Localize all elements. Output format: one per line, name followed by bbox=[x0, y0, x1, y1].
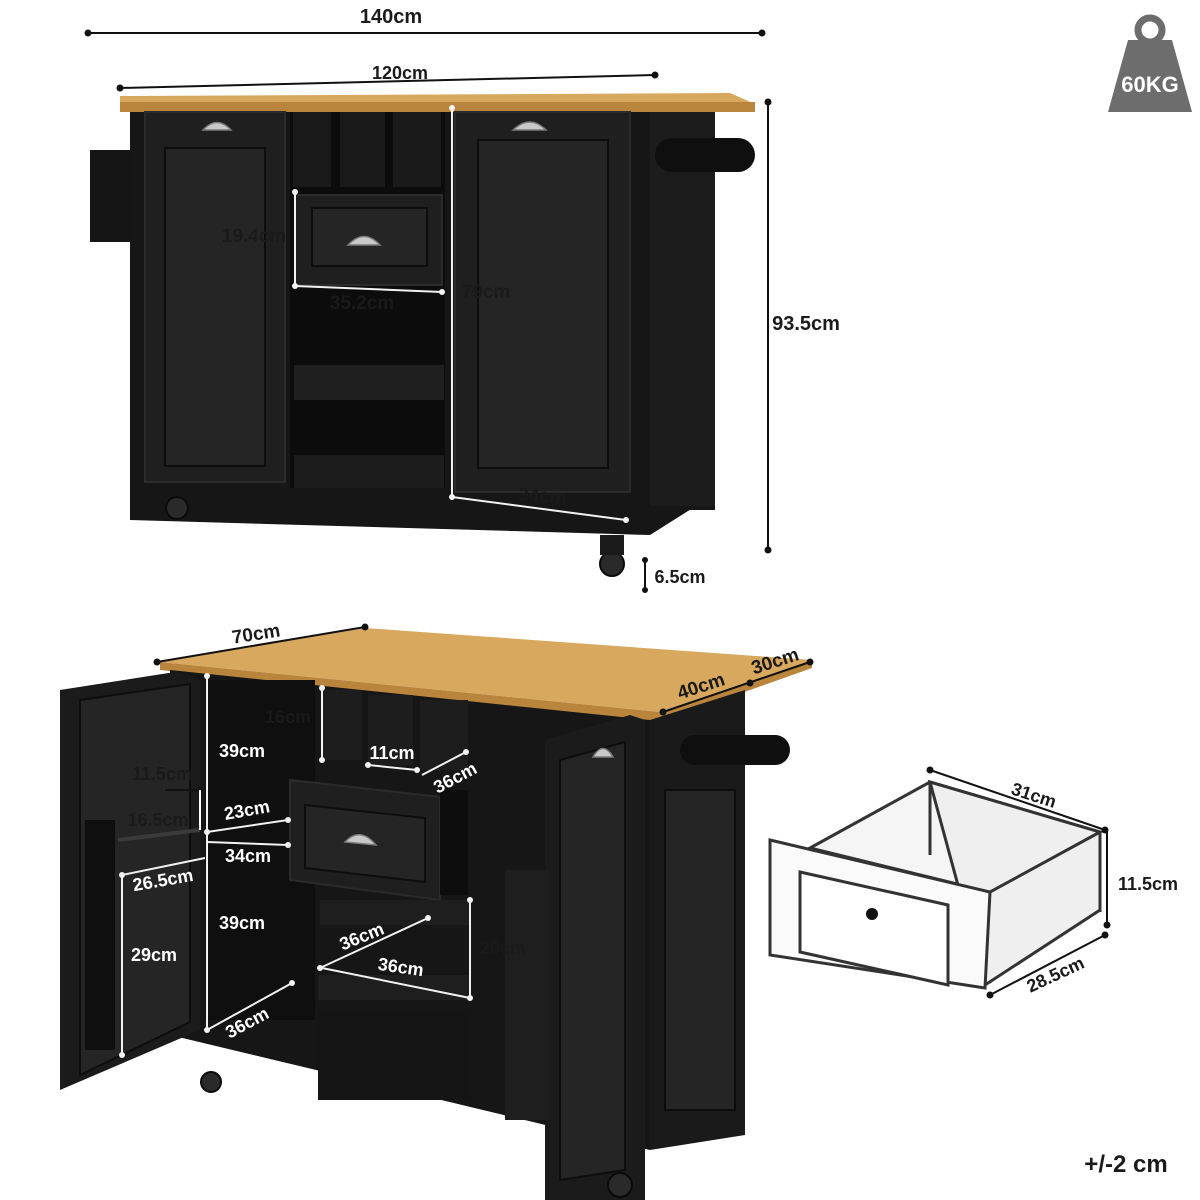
drawer-width-label: 35.2cm bbox=[330, 293, 394, 314]
tolerance-label: +/-2 cm bbox=[1084, 1151, 1167, 1178]
front-view-cabinet bbox=[90, 93, 755, 577]
door-lower-height-label: 29cm bbox=[131, 945, 177, 965]
lower-cabinet-height-label: 39cm bbox=[219, 913, 265, 933]
rack-height-label: 16cm bbox=[265, 707, 311, 727]
weight-icon bbox=[1108, 14, 1192, 112]
door-shelf-gap-label: 16.5cm bbox=[127, 810, 188, 830]
overall-width-label: 140cm bbox=[360, 6, 422, 28]
drawer-knob-icon bbox=[866, 908, 878, 920]
drawer-depth-label: 28.5cm bbox=[1024, 953, 1088, 997]
door-width-label: 34cm bbox=[517, 484, 567, 508]
door-height-label: 79cm bbox=[462, 282, 511, 303]
upper-cabinet-height-label: 39cm bbox=[219, 741, 265, 761]
wheel-height-label: 6.5cm bbox=[654, 567, 705, 587]
rack-slot-width-label: 11cm bbox=[369, 743, 414, 763]
drawer-height-label-2: 11.5cm bbox=[1118, 874, 1178, 894]
drawer-drawing bbox=[768, 779, 1104, 990]
open-dimension-lines bbox=[119, 623, 814, 1058]
door-shelf-top-label: 11.5cm bbox=[132, 764, 192, 784]
drawer-height-label: 19.4cm bbox=[222, 226, 286, 247]
drawer-dimension-lines bbox=[926, 766, 1111, 999]
shelf-height-label: 20cm bbox=[480, 938, 526, 958]
open-view-cabinet bbox=[60, 628, 812, 1200]
body-width-label: 120cm bbox=[372, 63, 428, 83]
front-dimension-lines bbox=[84, 29, 772, 593]
inner-width-label: 34cm bbox=[225, 846, 271, 866]
weight-label: 60KG bbox=[1121, 72, 1178, 97]
height-label: 93.5cm bbox=[772, 313, 840, 335]
